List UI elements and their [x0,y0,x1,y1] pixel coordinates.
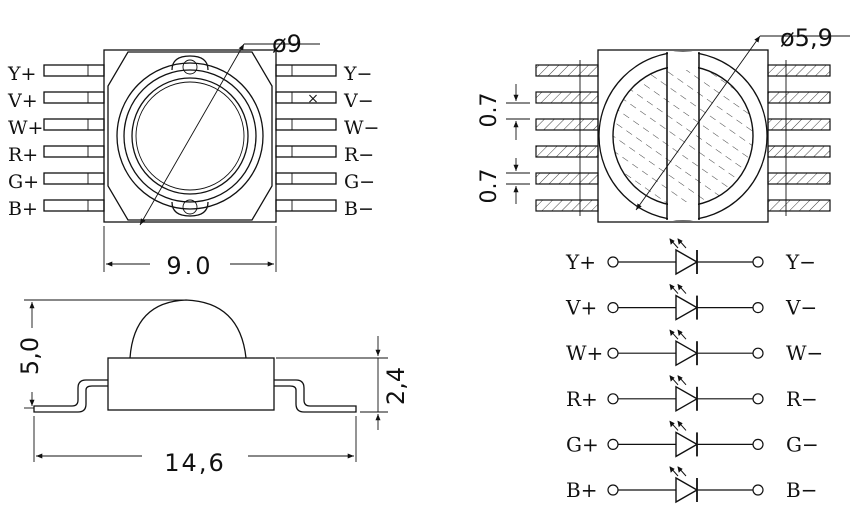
led-schematic: Y+ Y− V+ V− W+ W− R+ R− G+ G− B+ B− [565,238,823,504]
led-symbol-icon [675,385,699,413]
light-emission-arrow-head-icon [677,329,683,337]
light-emission-arrow-head-icon [677,283,683,291]
light-emission-arrow-head-icon [669,283,675,291]
bottom-view-right-pads [767,60,831,216]
schematic-anode-label: B+ [566,478,597,502]
light-emission-arrow-head-icon [677,420,683,428]
top-pin-label-left: Y+ [7,63,36,85]
top-pin-label-left: B+ [8,198,38,220]
bottom-view-pitch-label: 0.7 [477,169,502,204]
light-emission-arrow-head-icon [677,375,683,382]
side-view: 5,0 2,4 14,6 [16,299,410,477]
bottom-view-left-pads [535,60,599,216]
top-pin-label-left: V+ [7,90,38,112]
top-view-body [103,49,277,223]
schematic-cathode-label: Y− [785,250,816,274]
schematic-anode-terminal [607,302,619,314]
schematic-anode-terminal [607,484,619,496]
light-emission-arrow-head-icon [677,466,683,473]
schematic-cathode-terminal [752,302,764,314]
led-symbol-icon [675,294,699,321]
bottom-view-pitch-label: 0.7 [477,93,502,128]
top-pin-label-right: Y− [343,63,372,85]
led-symbol-icon [675,476,699,504]
bottom-view: ø5,9 0.7 0.7 [477,24,850,223]
schematic-anode-terminal [607,347,619,359]
schematic-anode-label: Y+ [565,250,596,274]
top-pin-label-right: R− [344,144,374,166]
schematic-cathode-label: W− [786,341,823,365]
top-view-left-leads [43,64,105,212]
schematic-cathode-label: V− [785,296,817,320]
light-emission-arrow-head-icon [677,238,683,245]
side-view-body-height-label: 2,4 [382,367,410,405]
light-emission-arrow-head-icon [669,238,675,245]
top-view-nc-mark: × [307,91,319,107]
schematic-cathode-terminal [752,438,764,450]
light-emission-arrow-head-icon [669,329,675,337]
light-emission-arrow-head-icon [669,466,675,473]
schematic-cathode-terminal [752,256,764,268]
top-pin-label-right: B− [344,198,374,220]
schematic-cathode-label: B− [786,478,817,502]
light-emission-arrow-head-icon [669,420,675,428]
schematic-cathode-label: R− [786,387,818,411]
top-pin-label-right: W− [344,117,379,139]
schematic-cathode-label: G− [786,432,819,456]
schematic-anode-label: W+ [566,341,603,365]
schematic-anode-label: G+ [566,432,599,456]
top-pin-label-right: G− [344,171,375,193]
bottom-view-thermal-pad [612,65,754,207]
side-view-height-label: 5,0 [16,337,44,375]
led-symbol-icon [675,248,699,276]
schematic-anode-terminal [607,438,619,450]
schematic-anode-label: V+ [565,296,597,320]
top-pin-label-left: R+ [8,144,38,166]
bottom-view-diameter-label: ø5,9 [780,24,833,52]
top-view: × ø9 9.0 Y+ V+ W+ R+ G+ B+ Y− V− [7,30,379,280]
led-symbol-icon [675,431,699,458]
schematic-cathode-terminal [752,347,764,359]
schematic-cathode-terminal [752,484,764,496]
side-view-body [107,357,275,411]
led-symbol-icon [675,339,699,367]
schematic-cathode-terminal [752,393,764,405]
top-view-diameter-label: ø9 [272,30,302,58]
top-pin-label-left: W+ [8,117,43,139]
top-view-lens-outer [116,62,264,210]
side-view-length-label: 14,6 [164,449,225,477]
schematic-anode-terminal [607,393,619,405]
top-view-right-leads [275,64,337,212]
top-view-width-label: 9.0 [166,252,213,280]
schematic-anode-terminal [607,256,619,268]
side-view-dome [129,299,247,359]
top-pin-label-right: V− [343,90,374,112]
light-emission-arrow-head-icon [669,375,675,382]
top-pin-label-left: G+ [8,171,39,193]
top-view-lens-inner [131,77,249,195]
schematic-anode-label: R+ [566,387,598,411]
